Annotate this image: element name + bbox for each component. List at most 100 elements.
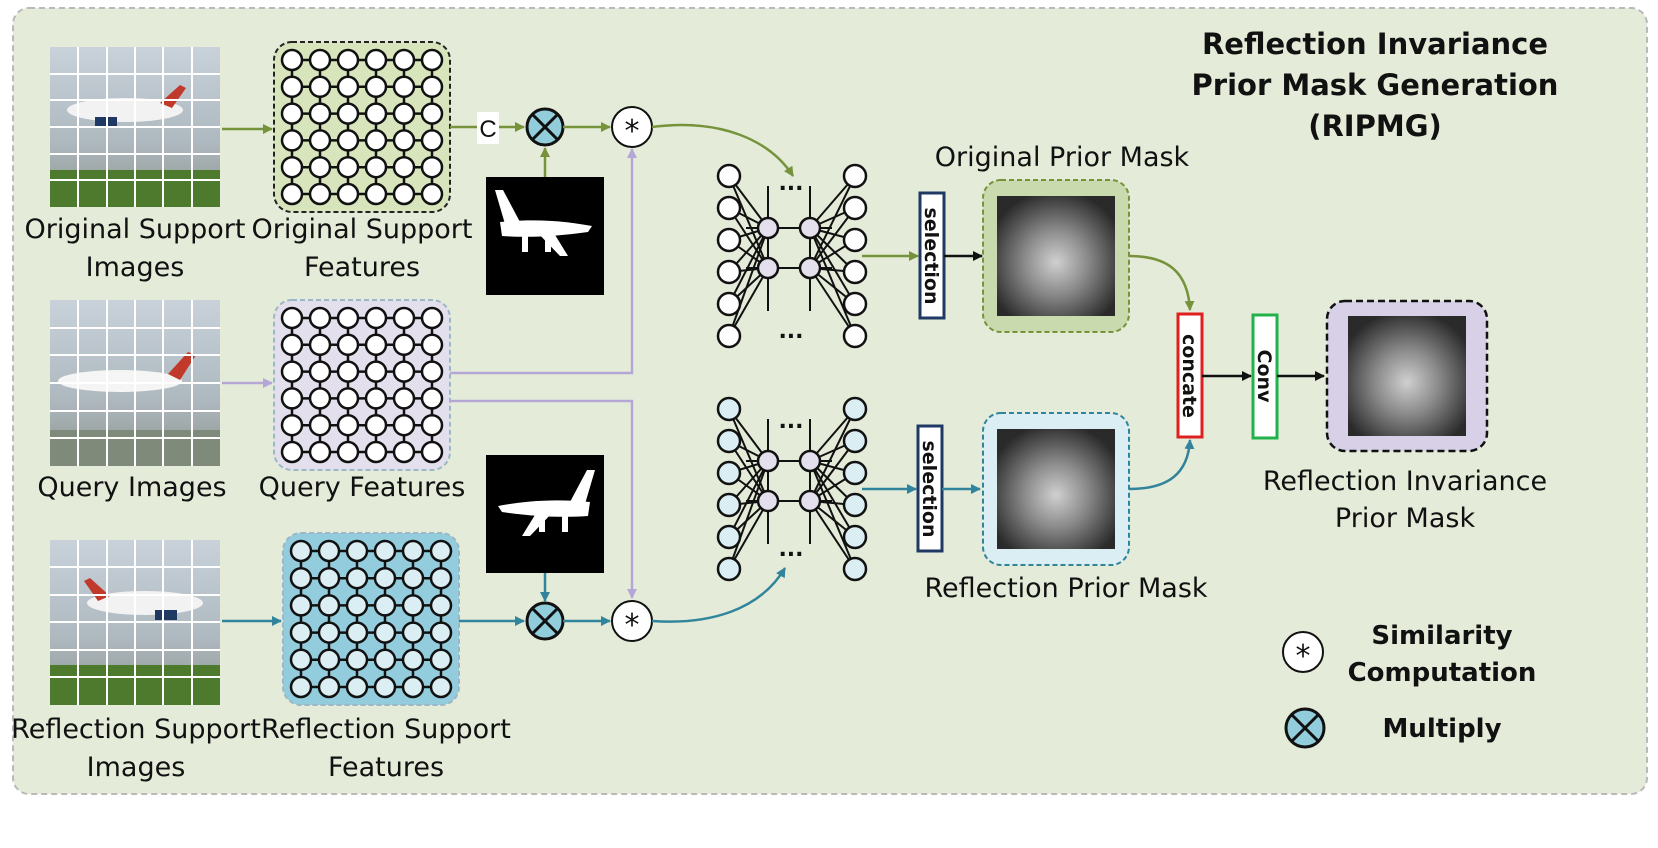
selection-label-original: selection bbox=[920, 207, 942, 304]
feature-node bbox=[317, 648, 341, 672]
legend-multiply-icon bbox=[1284, 707, 1326, 749]
feature-node bbox=[364, 360, 388, 383]
feature-node bbox=[345, 594, 369, 617]
feature-node bbox=[280, 333, 304, 357]
feature-node bbox=[392, 333, 416, 357]
network-node bbox=[716, 396, 742, 422]
feature-node bbox=[429, 566, 453, 590]
feature-node bbox=[429, 621, 453, 644]
network-node bbox=[842, 460, 868, 486]
orig-support-features-label-1: Original Support bbox=[252, 214, 473, 245]
network-node bbox=[716, 428, 742, 454]
multiply-op-reflection bbox=[525, 601, 565, 641]
feature-node bbox=[420, 129, 444, 152]
feature-node bbox=[429, 675, 453, 699]
feature-node bbox=[289, 648, 313, 672]
network-node bbox=[842, 291, 868, 317]
arrow-sim-to-gnn-orig bbox=[651, 123, 795, 177]
feature-node bbox=[373, 566, 397, 590]
feature-node bbox=[392, 387, 416, 410]
feature-node bbox=[345, 621, 369, 644]
reflection-support-image bbox=[50, 540, 220, 705]
selection-label-reflection: selection bbox=[918, 440, 940, 537]
feature-node bbox=[289, 539, 313, 563]
ellipsis-bottom-orig: ... bbox=[778, 319, 803, 344]
feature-node bbox=[308, 360, 332, 383]
feature-node bbox=[392, 413, 416, 437]
arrow-query-to-sim-orig bbox=[450, 148, 637, 375]
ellipsis-top-orig: ... bbox=[778, 171, 803, 196]
query-features bbox=[273, 299, 451, 471]
feature-node bbox=[280, 155, 304, 179]
conv-box bbox=[1251, 313, 1279, 440]
network-hidden-node bbox=[756, 256, 780, 280]
feature-node bbox=[401, 675, 425, 699]
network-node bbox=[716, 556, 742, 582]
network-hidden-node bbox=[798, 489, 822, 513]
feature-node bbox=[364, 102, 388, 125]
arrow-sim-to-gnn-refl bbox=[651, 567, 787, 623]
network-node bbox=[842, 524, 868, 550]
feature-node bbox=[336, 306, 360, 330]
feature-node bbox=[280, 387, 304, 410]
feature-node bbox=[401, 648, 425, 672]
network-hidden-node bbox=[798, 256, 822, 280]
network-hidden-node bbox=[756, 216, 780, 240]
network-original bbox=[716, 163, 868, 349]
feature-node bbox=[373, 648, 397, 672]
feature-node bbox=[392, 155, 416, 179]
query-image bbox=[50, 300, 220, 466]
feature-node bbox=[364, 306, 388, 330]
arrow-orig-mask-to-concate bbox=[1128, 254, 1195, 311]
feature-node bbox=[420, 333, 444, 357]
concate-box bbox=[1176, 312, 1204, 439]
original-prior-mask-image bbox=[997, 196, 1115, 316]
feature-node bbox=[345, 675, 369, 699]
refl-support-images-label-1: Reflection Support bbox=[11, 714, 261, 745]
legend-similarity-label-2: Computation bbox=[1348, 658, 1537, 688]
feature-node bbox=[308, 440, 332, 464]
svg-text:*: * bbox=[625, 114, 640, 149]
feature-node bbox=[364, 75, 388, 99]
network-reflection bbox=[716, 396, 868, 582]
feature-node bbox=[336, 129, 360, 152]
network-node bbox=[842, 227, 868, 253]
feature-node bbox=[308, 155, 332, 179]
feature-node bbox=[336, 440, 360, 464]
query-features-label: Query Features bbox=[259, 472, 466, 503]
feature-node bbox=[317, 594, 341, 617]
similarity-op-original: * bbox=[611, 106, 653, 149]
feature-node bbox=[364, 129, 388, 152]
network-hidden-node bbox=[756, 489, 780, 513]
feature-node bbox=[364, 413, 388, 437]
feature-node bbox=[420, 413, 444, 437]
feature-node bbox=[420, 102, 444, 125]
feature-node bbox=[392, 182, 416, 206]
feature-node bbox=[308, 129, 332, 152]
feature-node bbox=[289, 594, 313, 617]
feature-node bbox=[364, 155, 388, 179]
feature-node bbox=[392, 360, 416, 383]
feature-node bbox=[317, 539, 341, 563]
feature-node bbox=[364, 48, 388, 72]
query-images-label: Query Images bbox=[37, 472, 226, 503]
feature-node bbox=[345, 566, 369, 590]
image-grid-overlay bbox=[50, 47, 220, 207]
network-node bbox=[716, 195, 742, 221]
feature-node bbox=[289, 675, 313, 699]
title-line-2: Prior Mask Generation bbox=[1192, 68, 1559, 102]
network-node bbox=[716, 227, 742, 253]
feature-node bbox=[401, 621, 425, 644]
reflection-prior-mask-image bbox=[997, 429, 1115, 549]
feature-node bbox=[345, 539, 369, 563]
feature-node bbox=[401, 566, 425, 590]
support-mask-original bbox=[486, 177, 604, 295]
arrow-query-to-sim-refl bbox=[450, 399, 637, 599]
feature-node bbox=[280, 48, 304, 72]
feature-node bbox=[317, 675, 341, 699]
feature-node bbox=[420, 440, 444, 464]
feature-node bbox=[420, 75, 444, 99]
feature-node bbox=[336, 360, 360, 383]
refl-support-features-label-1: Reflection Support bbox=[261, 714, 511, 745]
selection-box-reflection bbox=[916, 424, 944, 553]
